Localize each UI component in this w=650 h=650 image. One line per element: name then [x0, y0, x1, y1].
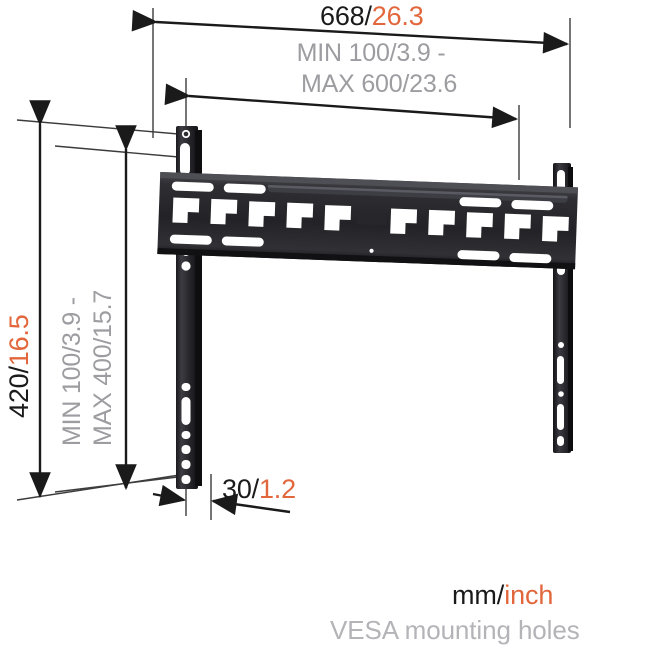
dim-arrow-vesa-horizontal	[164, 83, 519, 129]
dimension-label-width-overall: 668/26.3	[320, 3, 424, 30]
dim-arrow-depth-left	[152, 484, 187, 507]
legend-units: mm/inch	[452, 582, 553, 609]
dimension-label-depth: 30/1.2	[222, 476, 296, 503]
vesa-vertical-line2: MAX 400/15.7	[89, 289, 117, 446]
width-overall-separator: /	[364, 1, 372, 31]
height-overall-separator: /	[4, 366, 34, 374]
dimension-label-vesa-horizontal: MIN 100/3.9 - MAX 600/23.6	[285, 39, 458, 98]
depth-metric: 30	[222, 474, 252, 504]
centre-locating-hole	[369, 248, 374, 253]
depth-separator: /	[251, 474, 260, 504]
lower-slot-row	[169, 234, 552, 264]
upper-slot-row	[171, 181, 554, 211]
width-overall-imperial: 26.3	[371, 1, 424, 31]
width-overall-metric: 668	[320, 1, 365, 31]
height-overall-imperial: 16.5	[4, 314, 34, 367]
vesa-vertical-line1: MIN 100/3.9 -	[58, 297, 86, 446]
dimension-label-height-overall: 420/16.5	[4, 314, 34, 418]
vesa-horizontal-line1: MIN 100/3.9 -	[296, 39, 446, 67]
legend-units-imperial: inch	[504, 580, 554, 610]
dimension-label-vesa-vertical: MIN 100/3.9 - MAX 400/15.7	[58, 289, 117, 446]
legend-caption: VESA mounting holes	[330, 615, 580, 645]
wall-mount-bracket	[157, 126, 579, 489]
horizontal-wall-bar	[157, 172, 579, 270]
legend-units-metric: mm	[452, 580, 497, 610]
dim-arrow-width-overall	[131, 9, 570, 54]
dim-arrow-depth-right	[210, 493, 291, 516]
legend-units-separator: /	[496, 580, 505, 610]
vesa-horizontal-line2: MAX 600/23.6	[301, 70, 458, 98]
height-overall-metric: 420	[4, 373, 34, 418]
dimension-arrows	[29, 9, 570, 516]
depth-imperial: 1.2	[258, 474, 296, 504]
